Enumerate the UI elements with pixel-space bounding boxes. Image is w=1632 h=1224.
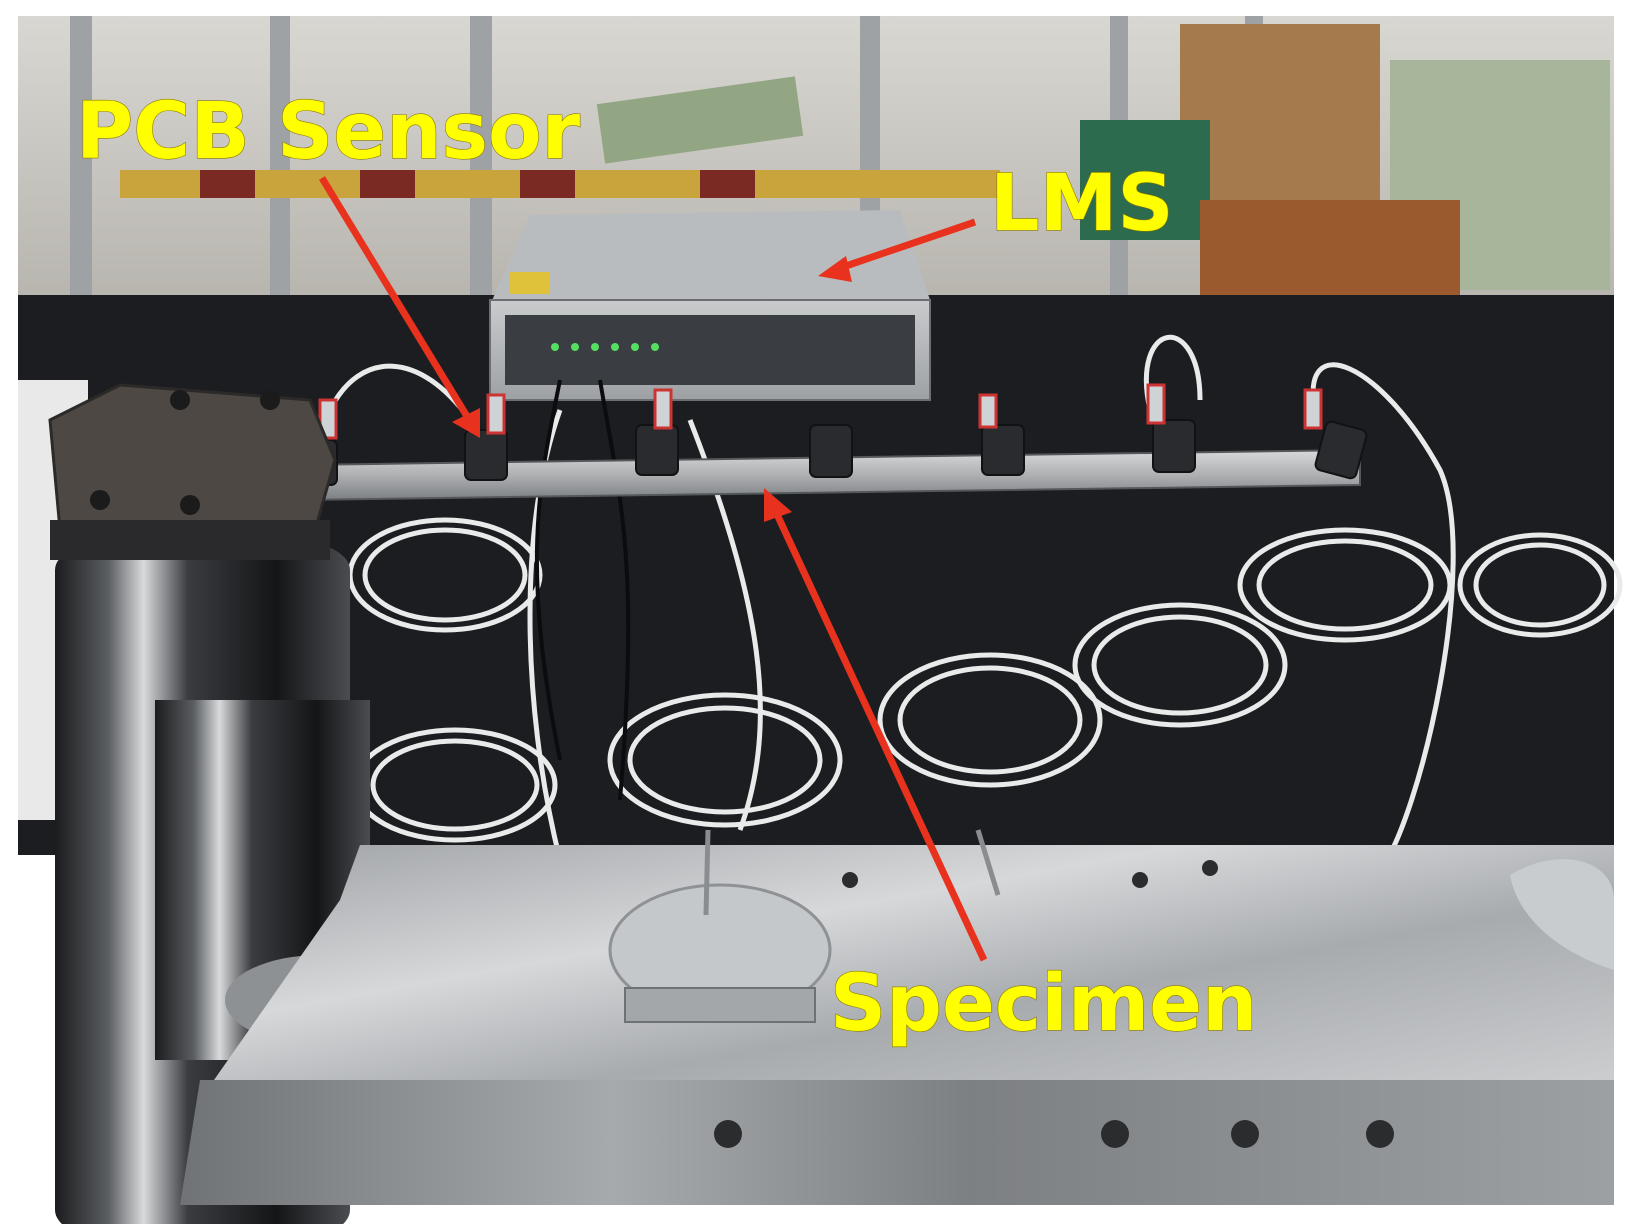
pcb-sensor-arrow <box>319 176 471 420</box>
steel-base-plate <box>180 829 1614 1205</box>
annotation-arrows <box>319 176 988 962</box>
lms-label: LMS <box>990 159 1174 249</box>
green-machine <box>1080 120 1210 240</box>
green-panel <box>596 76 804 164</box>
cardboard-box <box>1180 24 1380 204</box>
pcb-sensors <box>294 419 1368 486</box>
black-cables <box>534 379 631 801</box>
specimen-arrow <box>771 508 988 962</box>
lms-arrow <box>838 218 977 272</box>
specimen-label: Specimen <box>830 959 1258 1049</box>
sensor-connectors <box>318 383 1323 440</box>
wooden-chair <box>1200 200 1460 300</box>
lms-unit <box>489 210 931 401</box>
cable-coils <box>327 335 1623 872</box>
pcb-sensor-label: PCB Sensor <box>76 87 581 177</box>
rod-stripes <box>200 170 755 198</box>
